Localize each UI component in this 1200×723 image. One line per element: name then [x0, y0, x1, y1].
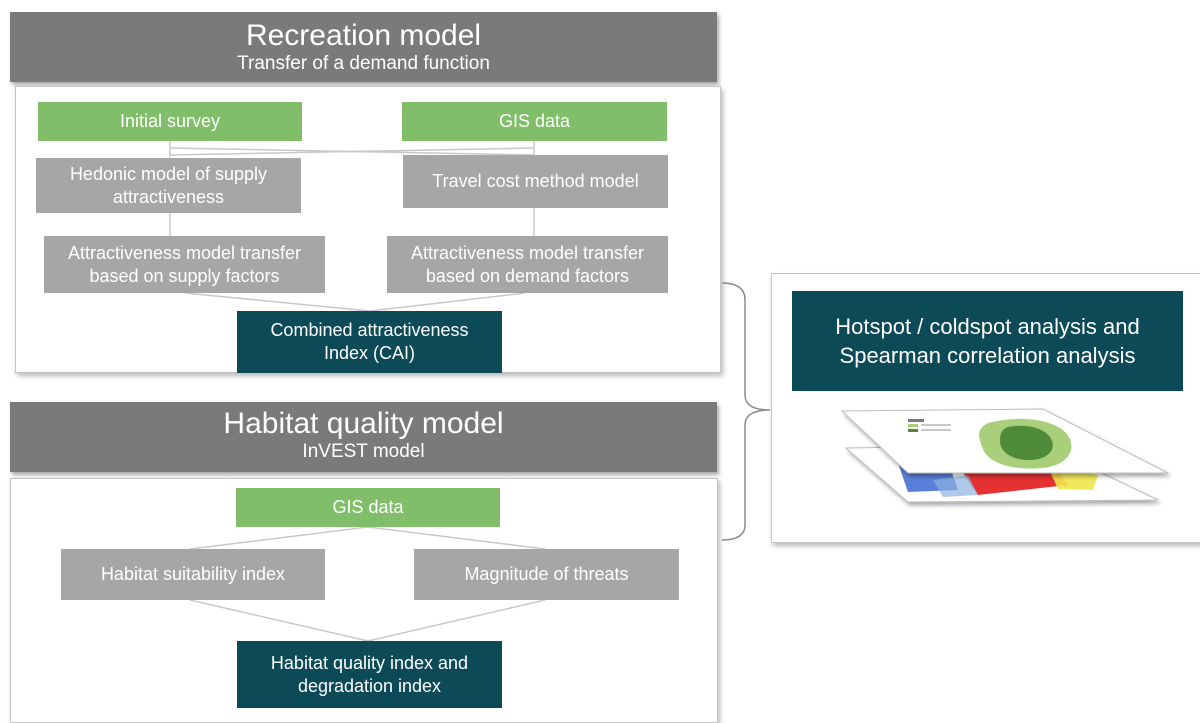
analysis-box: Hotspot / coldspot analysis and Spearman… [792, 291, 1183, 391]
initial-survey-box: Initial survey [38, 102, 302, 141]
transfer-demand-label: Attractiveness model transfer based on d… [410, 242, 645, 286]
travel-cost-label: Travel cost method model [432, 171, 639, 191]
initial-survey-label: Initial survey [119, 111, 221, 131]
transfer-supply-box: Attractiveness model transfer based on s… [44, 236, 325, 293]
gis-data-label-habitat: GIS data [332, 497, 404, 517]
travel-cost-box: Travel cost method model [403, 155, 668, 208]
gis-data-box-habitat: GIS data [236, 488, 500, 527]
threats-label: Magnitude of threats [464, 564, 629, 584]
threats-box: Magnitude of threats [414, 549, 679, 600]
habitat-title: Habitat quality model [223, 407, 504, 440]
top-map-layer [840, 408, 1169, 474]
suitability-label: Habitat suitability index [100, 564, 286, 584]
recreation-header: Recreation model Transfer of a demand fu… [10, 12, 717, 82]
quality-index-box: Habitat quality index and degradation in… [237, 641, 502, 708]
gis-data-box-recreation: GIS data [402, 102, 667, 141]
map-layers-illustration [840, 408, 1169, 503]
transfer-supply-label: Attractiveness model transfer based on s… [67, 242, 302, 286]
gis-data-label-recreation: GIS data [498, 111, 571, 131]
hedonic-model-label: Hedonic model of supply attractiveness [69, 163, 268, 207]
recreation-title: Recreation model [245, 19, 482, 52]
habitat-header: Habitat quality model InVEST model [10, 402, 717, 472]
hedonic-model-box: Hedonic model of supply attractiveness [36, 158, 301, 213]
analysis-label: Hotspot / coldspot analysis and Spearman… [835, 314, 1140, 368]
recreation-subtitle: Transfer of a demand function [237, 53, 490, 74]
cai-box: Combined attractiveness Index (CAI) [237, 311, 502, 373]
cai-label: Combined attractiveness Index (CAI) [270, 320, 469, 363]
habitat-subtitle: InVEST model [302, 441, 425, 462]
suitability-box: Habitat suitability index [61, 549, 325, 600]
transfer-demand-box: Attractiveness model transfer based on d… [387, 236, 668, 293]
quality-index-label: Habitat quality index and degradation in… [270, 652, 469, 696]
